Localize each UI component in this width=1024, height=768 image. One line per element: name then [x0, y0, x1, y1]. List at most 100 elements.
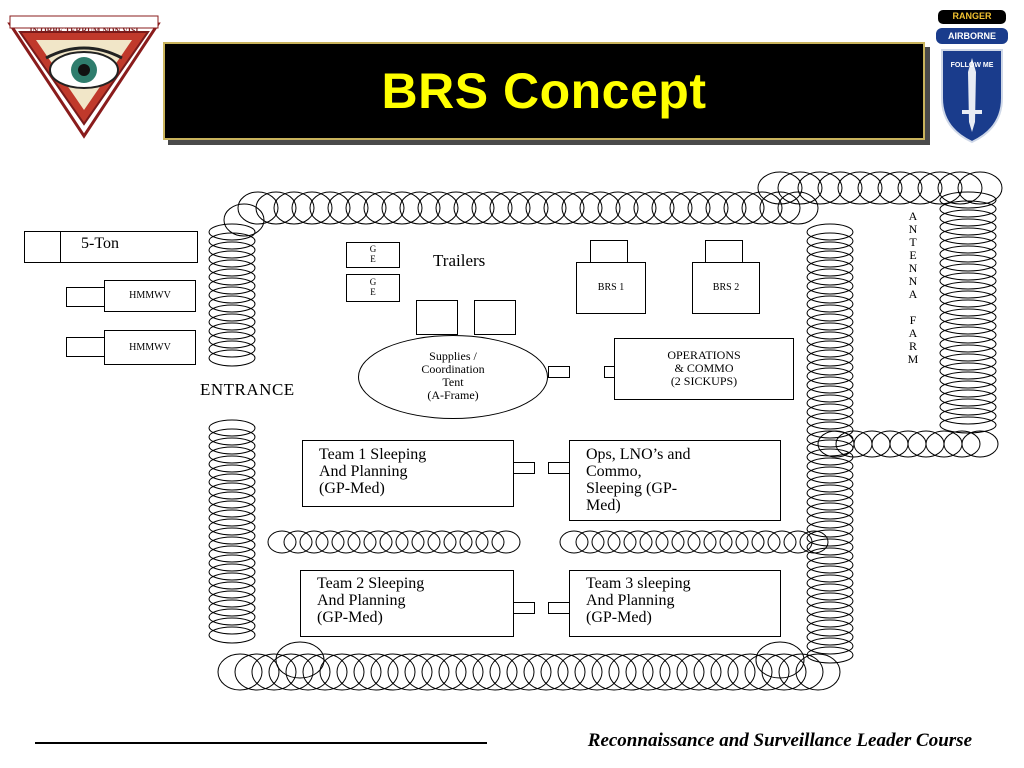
- wire-coil: [315, 530, 345, 554]
- supplies-line-3: Tent: [442, 375, 464, 389]
- wire-coil: [291, 191, 333, 225]
- wire-coil: [283, 530, 313, 554]
- wire-coil: [687, 530, 717, 554]
- wire-coil: [506, 653, 552, 691]
- wire-coil: [417, 191, 459, 225]
- eye-emblem-icon: [7, 15, 161, 139]
- wire-coil: [806, 529, 854, 547]
- wire-coil: [336, 653, 382, 691]
- wire-coil: [817, 171, 863, 205]
- wire-coil: [669, 191, 711, 225]
- wire-coil: [939, 281, 997, 299]
- wire-coil: [208, 241, 256, 259]
- entrance-label: ENTRANCE: [200, 380, 295, 399]
- wire-coil: [767, 530, 797, 554]
- wire-coil: [806, 502, 854, 520]
- wire-coil: [411, 530, 441, 554]
- wire-coil: [427, 530, 457, 554]
- supplies-connector: [548, 366, 570, 378]
- wire-coil: [597, 191, 639, 225]
- wire-coil: [806, 493, 854, 511]
- wire-coil: [208, 581, 256, 599]
- wire-coil: [806, 412, 854, 430]
- antenna-farm-letter: N: [908, 261, 918, 275]
- generator-2: G E: [346, 274, 400, 302]
- wire-coil: [939, 191, 997, 209]
- title-banner: BRS Concept: [163, 42, 925, 140]
- wire-coil: [591, 653, 637, 691]
- wire-coil: [939, 317, 997, 335]
- wire-coil: [806, 439, 854, 457]
- wire-coil: [404, 653, 450, 691]
- wire-coil: [633, 191, 675, 225]
- ranger-tab: RANGER: [952, 11, 992, 21]
- team-1-line-2: And Planning: [319, 463, 408, 480]
- wire-coil: [208, 277, 256, 295]
- hmmwv-2-hood: [66, 337, 106, 357]
- operations-line-3: (2 SICKUPS): [670, 374, 738, 388]
- wire-coil: [806, 376, 854, 394]
- wire-coil: [799, 530, 829, 554]
- wire-coil: [574, 653, 620, 691]
- wire-coil: [655, 530, 685, 554]
- five-ton-label: 5-Ton: [81, 235, 119, 252]
- wire-coil: [208, 259, 256, 277]
- antenna-farm-letter: A: [908, 287, 918, 301]
- wire-coil: [559, 530, 589, 554]
- wire-coil: [363, 191, 405, 225]
- wire-coil: [939, 398, 997, 416]
- antenna-farm-letter: F: [909, 313, 917, 327]
- wire-coil: [608, 653, 654, 691]
- team-3-line-3: (GP-Med): [586, 609, 652, 626]
- wire-coil: [806, 259, 854, 277]
- wire-coil: [331, 530, 361, 554]
- supplies-line-1: Supplies /: [429, 349, 477, 363]
- wire-coil: [208, 455, 256, 473]
- wire-coil: [208, 331, 256, 349]
- left-emblem: IN ORBE TERRUM NON VISI: [6, 10, 162, 140]
- wire-coil: [615, 191, 657, 225]
- wire-coil: [561, 191, 603, 225]
- wire-coil: [251, 653, 297, 691]
- generator-1-label-g: G: [369, 244, 377, 254]
- wire-coil: [208, 232, 256, 250]
- wire-coil: [723, 191, 765, 225]
- hmmwv-1: HMMWV: [104, 280, 196, 312]
- wire-coil: [208, 473, 256, 491]
- wire-coil: [727, 653, 773, 691]
- ops-lno-line-1: Ops, LNO’s and: [586, 446, 691, 463]
- wire-coil: [806, 448, 854, 466]
- wire-coil: [939, 335, 997, 353]
- airborne-tab: AIRBORNE: [947, 31, 996, 41]
- wire-coil: [703, 530, 733, 554]
- antenna-farm-letter: M: [907, 352, 919, 366]
- wire-coil: [806, 466, 854, 484]
- wire-coil: [353, 653, 399, 691]
- wire-coil: [255, 191, 297, 225]
- wire-coil: [759, 191, 801, 225]
- wire-coil: [208, 313, 256, 331]
- wire-coil: [806, 232, 854, 250]
- wire-coil: [806, 556, 854, 574]
- emblem-motto: IN ORBE TERRUM NON VISI: [29, 26, 139, 35]
- wire-coil: [939, 344, 997, 362]
- wire-coil: [208, 304, 256, 322]
- wire-coil: [208, 500, 256, 518]
- antenna-farm-letter: A: [908, 209, 918, 223]
- wire-coil: [806, 358, 854, 376]
- wire-coil: [710, 653, 756, 691]
- operations-commo: OPERATIONS & COMMO (2 SICKUPS): [614, 338, 794, 400]
- wire-coil: [671, 530, 701, 554]
- wire-coil: [387, 653, 433, 691]
- team-2-line-1: Team 2 Sleeping: [317, 575, 425, 592]
- wire-coil: [806, 286, 854, 304]
- wire-coil: [857, 171, 903, 205]
- wire-coil: [208, 554, 256, 572]
- team-1-connector: [513, 462, 535, 474]
- wire-coil: [757, 171, 803, 205]
- team-3-connector: [548, 602, 570, 614]
- page-title: BRS Concept: [381, 63, 707, 119]
- wire-coil: [267, 530, 297, 554]
- footer-course-name: Reconnaissance and Surveillance Leader C…: [587, 730, 972, 751]
- wire-coil: [208, 419, 256, 437]
